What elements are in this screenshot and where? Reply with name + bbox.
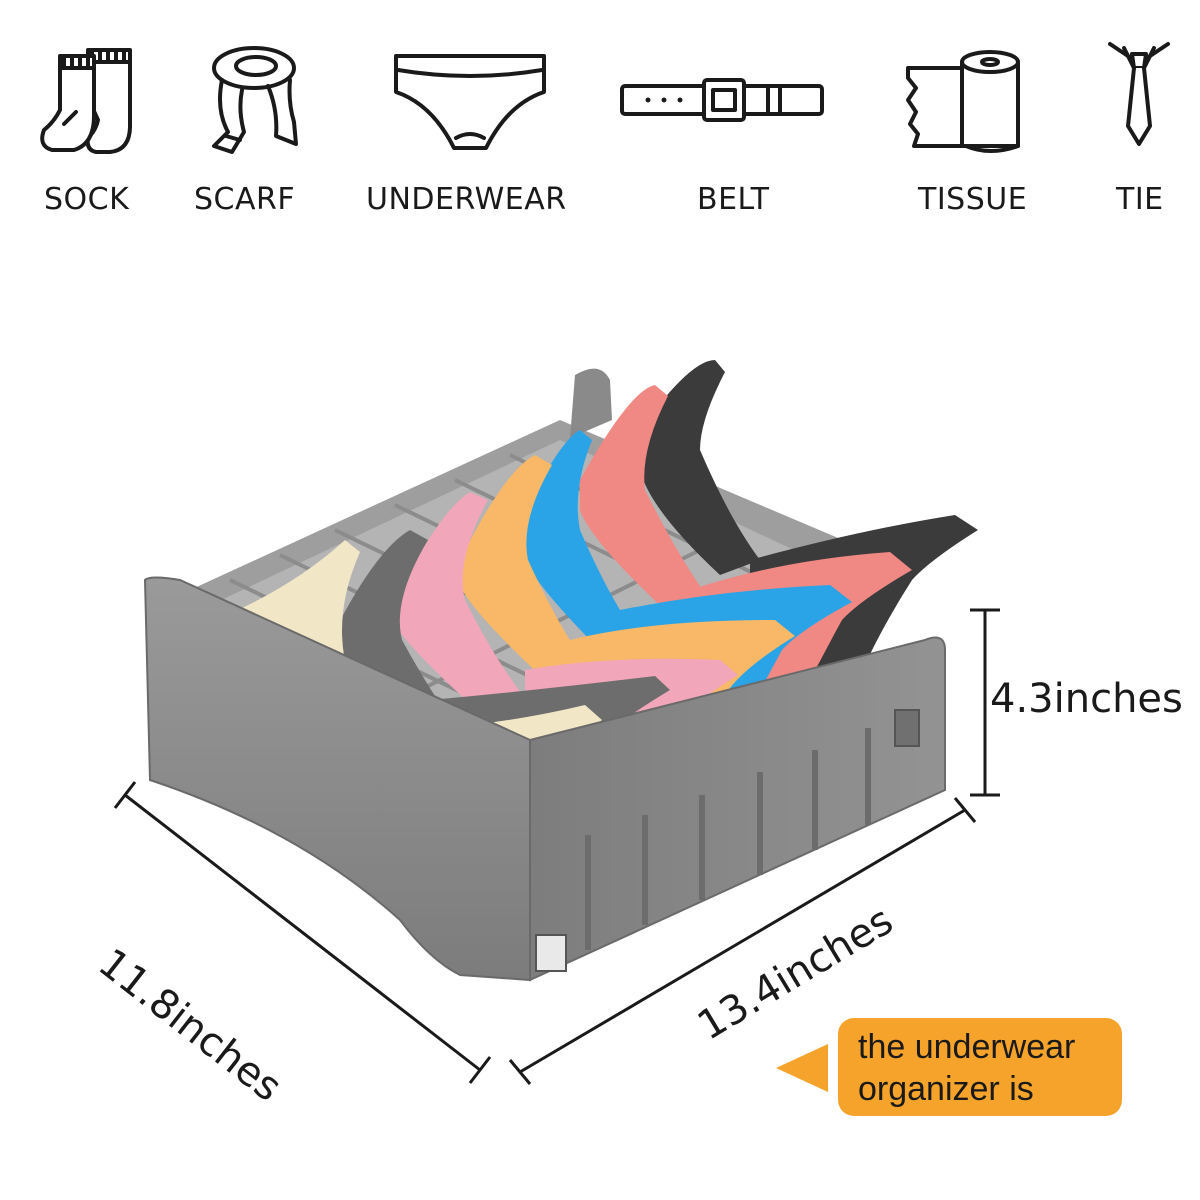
category-label: UNDERWEAR [366, 182, 567, 217]
depth-dimension-line [113, 781, 492, 1084]
tie-icon [1108, 42, 1170, 146]
bra-pink-back [395, 492, 535, 722]
tissue-icon [906, 50, 1020, 153]
category-label: TIE [1116, 182, 1164, 217]
callout-box: the underwear organizer is [838, 1018, 1122, 1116]
category-icon-row: SOCK SCARF UNDERWEAR [0, 0, 1200, 240]
box-label-tag [535, 934, 567, 972]
underwear-icon [394, 54, 546, 150]
width-dimension-line [508, 797, 977, 1085]
height-label: 4.3inches [990, 676, 1183, 722]
belt-icon [620, 78, 824, 122]
callout-text: the underwear organizer is [858, 1026, 1075, 1110]
front-pleats [585, 728, 871, 950]
category-belt: BELT [610, 0, 840, 240]
scarf-icon [212, 46, 298, 154]
category-label: SOCK [44, 182, 130, 217]
organizer-illustration [113, 360, 1000, 1085]
category-underwear: UNDERWEAR [360, 0, 580, 240]
bra-orange-back [460, 455, 590, 680]
category-tie: TIE [1100, 0, 1200, 240]
sock-icon [40, 48, 132, 154]
bra-black-back [640, 360, 760, 575]
side-handle [894, 709, 920, 747]
callout-line-2: organizer is [858, 1070, 1034, 1108]
category-label: TISSUE [918, 182, 1028, 217]
category-label: BELT [697, 182, 770, 217]
category-label: SCARF [194, 182, 296, 217]
category-scarf: SCARF [180, 0, 320, 240]
bra-blue-back [520, 430, 640, 650]
category-tissue: TISSUE [890, 0, 1050, 240]
height-dimension-line [970, 608, 1000, 797]
bra-coral-back [580, 385, 710, 610]
category-sock: SOCK [0, 0, 170, 240]
dimension-lines [113, 608, 1000, 1085]
callout-line-1: the underwear [858, 1028, 1076, 1066]
callout-arrow [776, 1044, 828, 1092]
front-panel [529, 636, 946, 982]
left-side-panel [143, 576, 531, 982]
